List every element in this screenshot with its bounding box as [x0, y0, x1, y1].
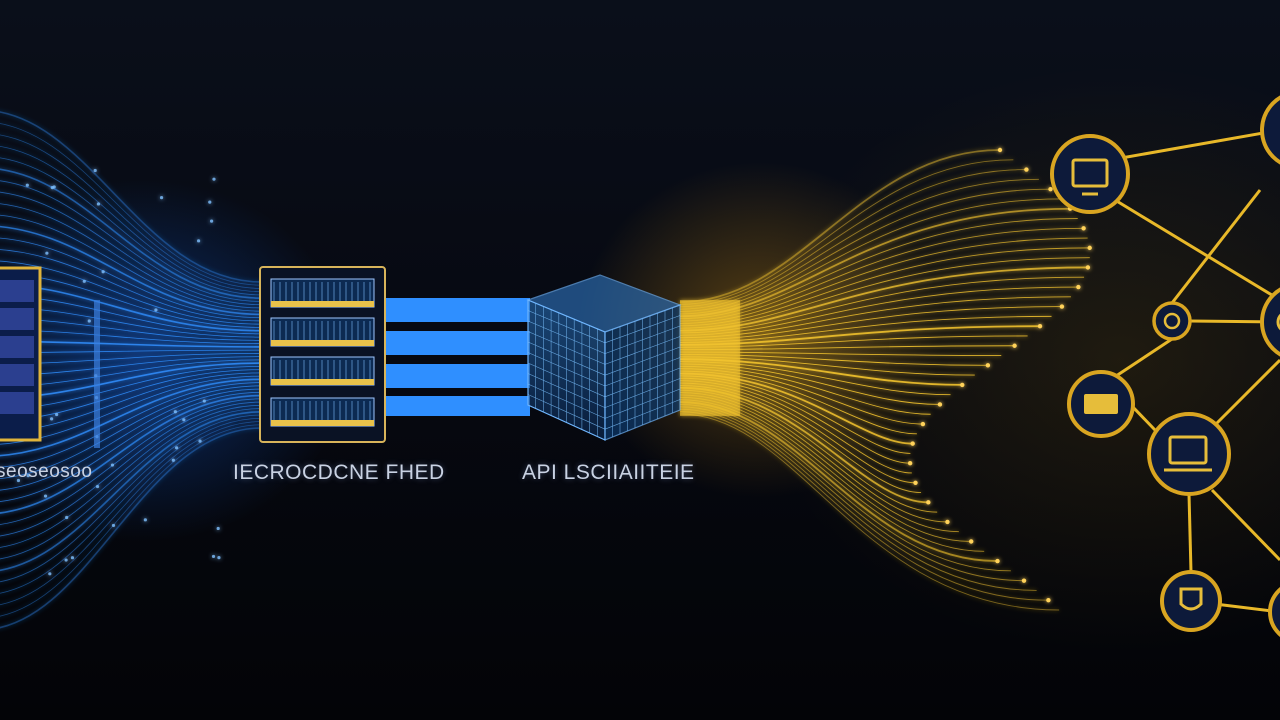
cube-label: API LSCIIAIITEIE [522, 461, 695, 485]
stack-label: IECROCDCNE FHED [233, 461, 445, 485]
source-label: seoseosoo [0, 461, 92, 483]
network-edges [1110, 130, 1280, 612]
data-cube [528, 275, 680, 440]
network-node [1262, 92, 1280, 168]
network-node [1052, 136, 1128, 212]
network-nodes [1052, 92, 1280, 642]
network-node [1069, 372, 1133, 436]
gold-data-stream [680, 148, 1092, 610]
network-node [1154, 303, 1190, 339]
network-node [1162, 572, 1220, 630]
source-panel [0, 268, 100, 448]
connector-bars [384, 298, 530, 416]
network-node [1270, 582, 1280, 642]
server-stack [260, 267, 385, 442]
network-node [1262, 284, 1280, 360]
network-node [1149, 414, 1229, 494]
folder-icon [1084, 394, 1118, 414]
